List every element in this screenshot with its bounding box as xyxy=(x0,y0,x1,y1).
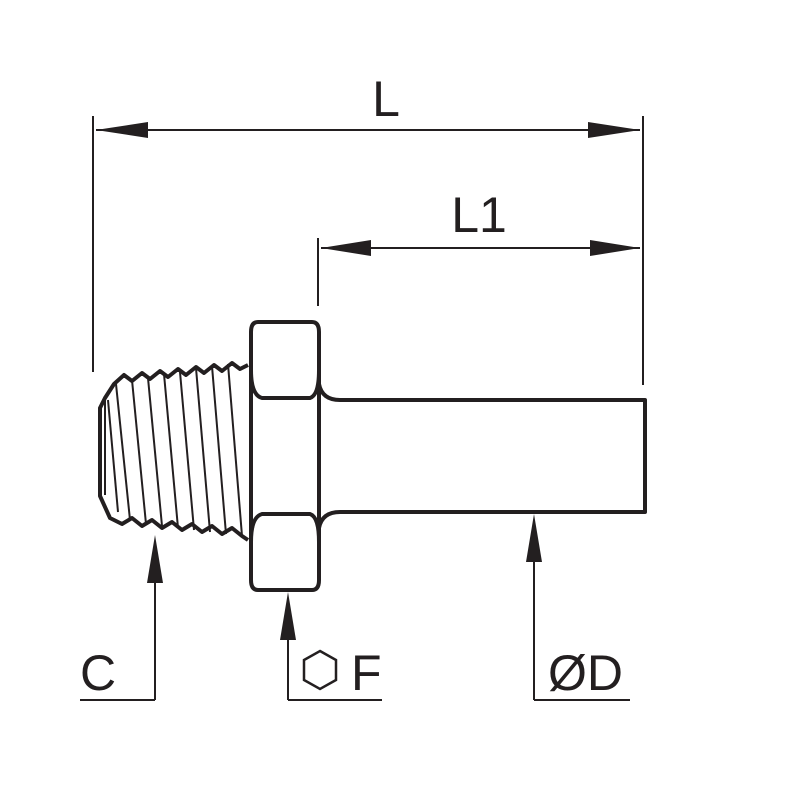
label-l1: L1 xyxy=(451,187,507,243)
hex-lower-facet xyxy=(249,512,321,543)
arrowhead-right xyxy=(588,122,640,138)
arrowhead-c xyxy=(147,535,163,583)
label-d: ØD xyxy=(548,645,623,701)
thread-hatching xyxy=(107,363,243,537)
label-l: L xyxy=(372,71,400,127)
label-c: C xyxy=(80,645,116,701)
hex-body xyxy=(249,320,321,592)
stem-outline xyxy=(317,383,647,529)
hex-outline xyxy=(249,320,321,592)
threaded-end xyxy=(98,361,250,542)
dimension-l xyxy=(92,116,644,385)
hexagon-icon xyxy=(302,649,338,691)
arrowhead-left xyxy=(96,122,148,138)
label-f: F xyxy=(351,645,382,701)
arrowhead-d xyxy=(526,514,542,562)
hex-upper-facet xyxy=(249,369,321,400)
tube-stem xyxy=(317,383,647,529)
leader-d xyxy=(526,514,630,701)
arrowhead-l1-right xyxy=(590,240,640,256)
leader-c xyxy=(80,535,163,701)
arrowhead-f xyxy=(280,592,296,640)
dimension-l1 xyxy=(317,238,640,306)
thread-outline xyxy=(98,361,250,542)
leader-f xyxy=(280,592,382,701)
arrowhead-l1-left xyxy=(321,240,371,256)
